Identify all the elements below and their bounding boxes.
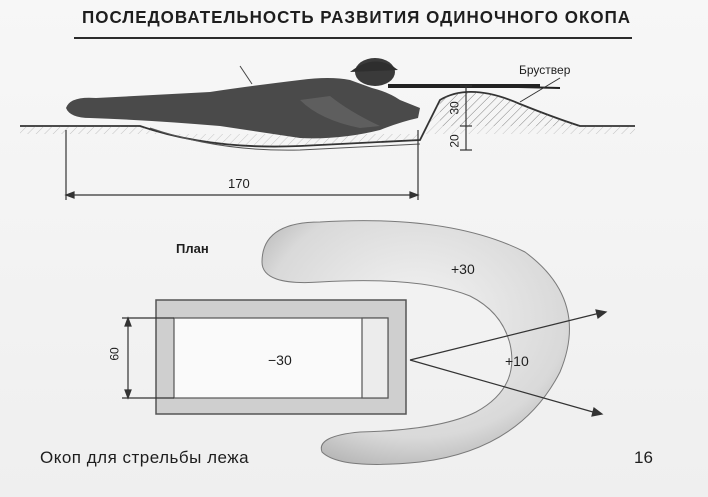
dimension-depth-lines [460, 85, 472, 151]
plan-trench-rect [155, 299, 407, 415]
prone-soldier-figure [66, 58, 561, 139]
plan-parapet-value: +30 [451, 261, 475, 277]
plan-parapet-shape [261, 220, 570, 465]
firing-sector-arrows [409, 309, 608, 417]
parapet-leader-line [519, 77, 561, 103]
slide-title: ПОСЛЕДОВАТЕЛЬНОСТЬ РАЗВИТИЯ ОДИНОЧНОГО О… [82, 7, 632, 28]
slide-caption: Окоп для стрельбы лежа [40, 448, 250, 467]
page-number: 16 [634, 448, 653, 467]
dimension-length-label: 170 [228, 176, 250, 191]
dimension-60-line [122, 316, 174, 400]
ground-section [20, 91, 635, 151]
plan-trench-value: −30 [268, 352, 292, 368]
plan-label: План [176, 241, 209, 256]
dimension-parapet-height-label: 30 [447, 101, 462, 115]
dimension-170-line [64, 130, 420, 200]
dimension-depth-label: 20 [447, 134, 462, 148]
title-underline [74, 37, 632, 39]
plan-front-value: +10 [505, 353, 529, 369]
parapet-label: Бруствер [519, 63, 571, 77]
dimension-width-label: 60 [107, 347, 122, 361]
